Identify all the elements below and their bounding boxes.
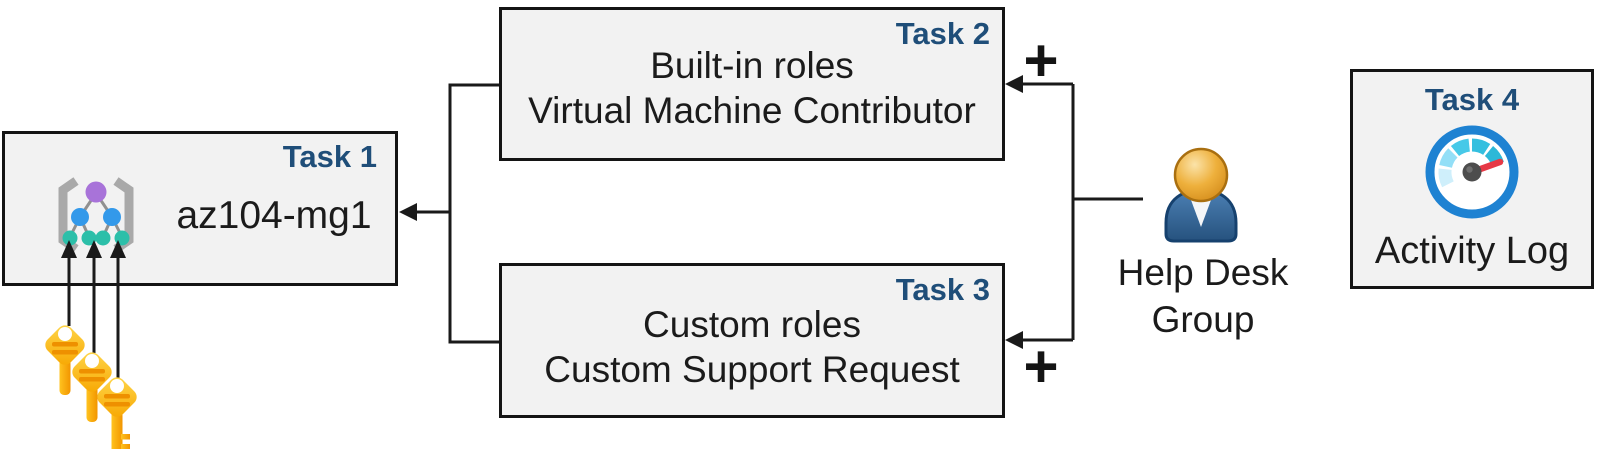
plus-sign-top: + [1023, 27, 1059, 94]
management-group-name: az104-mg1 [176, 194, 372, 237]
task4-caption: Activity Log [1374, 230, 1570, 272]
task3-box: Task 3 Custom roles Custom Support Reque… [499, 263, 1005, 418]
task2-box: Task 2 Built-in roles Virtual Machine Co… [499, 7, 1005, 161]
task1-label: Task 1 [282, 139, 377, 174]
key-1 [45, 325, 85, 395]
group-label-line2: Group [1151, 299, 1255, 340]
management-group-icon [58, 177, 134, 253]
person-icon [1157, 147, 1247, 252]
task3-label: Task 3 [895, 272, 990, 307]
task3-line1: Custom roles [643, 304, 861, 345]
task3-text: Custom roles Custom Support Request [502, 302, 1002, 392]
group-label-line1: Help Desk [1117, 252, 1289, 293]
key-2 [72, 352, 112, 422]
task4-label: Task 4 [1424, 82, 1520, 117]
task1-box: Task 1 az104-mg1 [2, 131, 398, 286]
task4-box: Task 4 Activity Log [1350, 69, 1594, 289]
plus-sign-bottom: + [1023, 333, 1059, 400]
task2-line1: Built-in roles [650, 45, 854, 86]
task2-text: Built-in roles Virtual Machine Contribut… [502, 43, 1002, 133]
key-3 [97, 377, 137, 449]
task2-label: Task 2 [895, 16, 990, 51]
keys-icon [30, 312, 182, 449]
gauge-icon [1424, 124, 1520, 225]
task2-line2: Virtual Machine Contributor [528, 90, 976, 131]
task3-line2: Custom Support Request [544, 349, 960, 390]
group-label: Help Desk Group [1098, 249, 1308, 343]
